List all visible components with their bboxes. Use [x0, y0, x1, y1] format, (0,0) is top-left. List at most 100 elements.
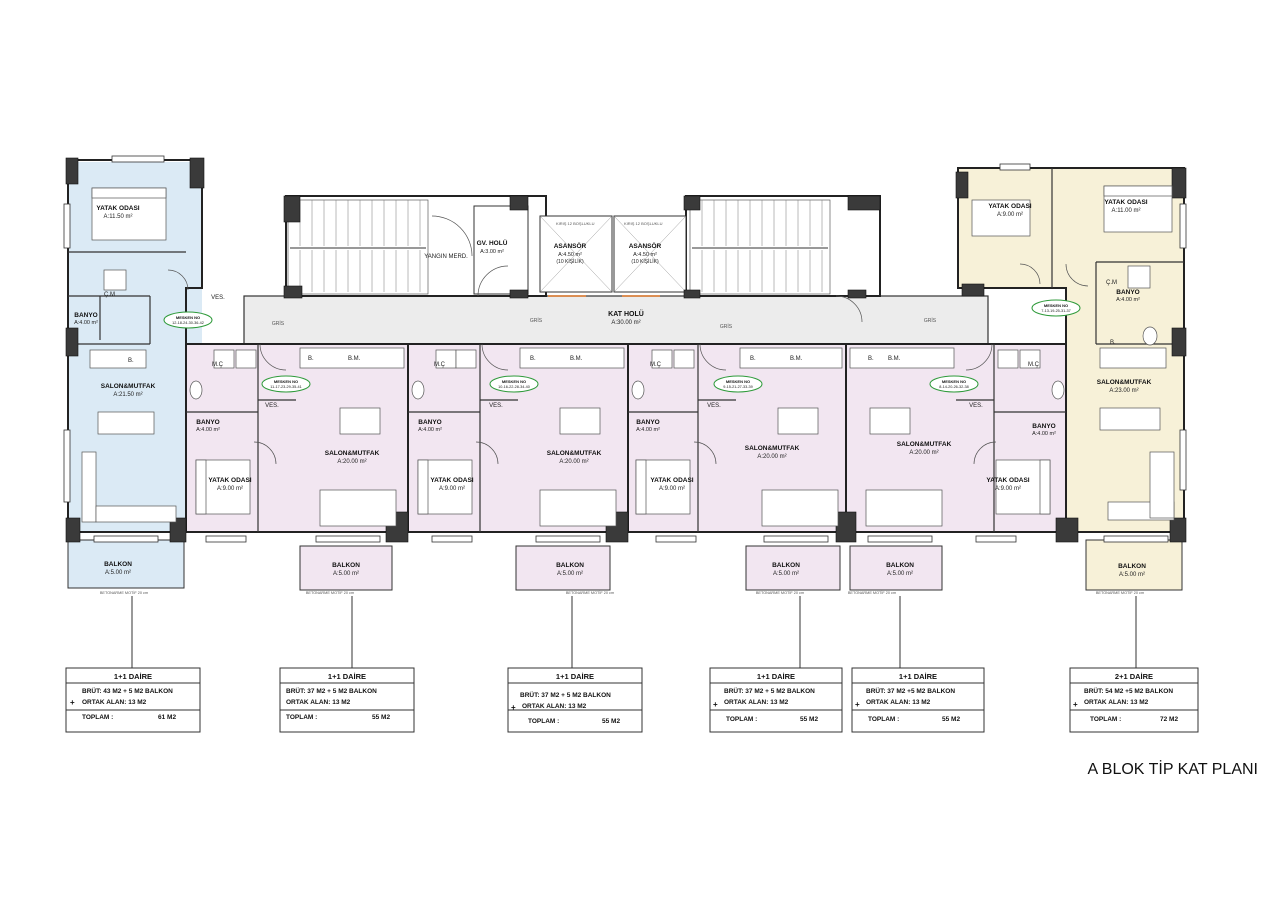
- mc-label-4: M.Ç: [1028, 362, 1040, 368]
- unit-4-yatak-name: YATAK ODASI: [650, 477, 693, 484]
- unit-2-salon-area: A:20.00 m²: [337, 459, 366, 465]
- card-3-toplam: 55 M2: [602, 718, 620, 725]
- card-6-type: 2+1 DAİRE: [1115, 672, 1153, 681]
- card-2-brut: BRÜT: 37 M2 + 5 M2 BALKON: [286, 686, 377, 695]
- ves-label-2: VES.: [265, 403, 279, 409]
- unit-3-yatak-name: YATAK ODASI: [430, 477, 473, 484]
- card-3-toplam-label: TOPLAM :: [528, 718, 559, 725]
- unit-1-tag-value: 12-18-24-30-36-42: [172, 321, 204, 325]
- unit-2-yatak-name: YATAK ODASI: [208, 477, 251, 484]
- unit-2-yatak-area: A:9.00 m²: [217, 486, 243, 492]
- unit-4-banyo-area: A:4.00 m²: [636, 427, 660, 433]
- unit-4-labels: BANYO A:4.00 m² YATAK ODASI A:9.00 m² SA…: [636, 375, 804, 595]
- unit-2-salon-name: SALON&MUTFAK: [325, 450, 380, 457]
- unit-2-tag-ring: [261, 375, 311, 393]
- card-6-toplam: 72 M2: [1160, 716, 1178, 723]
- middle-partitions: [186, 344, 1066, 532]
- unit-4-tag-value: 9-15-21-27-33-39: [723, 385, 753, 389]
- unit-5-salon-name: SALON&MUTFAK: [897, 441, 952, 448]
- asansor-1-area: A:4.50 m²: [558, 252, 582, 258]
- unit-1-partitions: [68, 251, 186, 345]
- card-1-brut: BRÜT: 43 M2 + 5 M2 BALKON: [82, 686, 173, 695]
- card-4-toplam-label: TOPLAM :: [726, 716, 757, 723]
- card-6-toplam-label: TOPLAM :: [1090, 716, 1121, 723]
- unit-6-yatak2-name: YATAK ODASI: [1104, 199, 1147, 206]
- cm-label-1: Ç.M: [104, 292, 115, 298]
- card-5-type: 1+1 DAİRE: [899, 672, 937, 681]
- unit-3-balkon-area: A:5.00 m²: [557, 571, 583, 577]
- unit-3-balkon-note: BETONARME MOTİF 20 cm: [566, 590, 614, 595]
- page-title: A BLOK TİP KAT PLANI: [1088, 759, 1258, 778]
- unit-5-tag-value: 8-14-20-26-32-38: [939, 385, 969, 389]
- unit-3-labels: BANYO A:4.00 m² YATAK ODASI A:9.00 m² SA…: [418, 375, 614, 595]
- asansor-2-note: (10 KİŞİLİK): [631, 258, 659, 265]
- card-2-toplam-label: TOPLAM :: [286, 714, 317, 721]
- card-1-toplam-label: TOPLAM :: [82, 714, 113, 721]
- gris-label-4: GRİS: [924, 317, 937, 324]
- unit-1-balkon-note: BETONARME MOTİF 20 cm: [100, 590, 148, 595]
- structural-columns: [65, 157, 1187, 543]
- unit-2-labels: BANYO A:4.00 m² YATAK ODASI A:9.00 m² SA…: [196, 375, 380, 595]
- mc-label-1: M.Ç: [212, 362, 224, 368]
- card-unit-3: 1+1 DAİRE BRÜT: 37 M2 + 5 M2 BALKON + OR…: [507, 667, 643, 733]
- balkon-2: [299, 545, 393, 591]
- card-5-toplam: 55 M2: [942, 716, 960, 723]
- unit-6-balkon-note: BETONARME MOTİF 20 cm: [1096, 590, 1144, 595]
- card-4-type: 1+1 DAİRE: [757, 672, 795, 681]
- card-5-plus: +: [855, 700, 860, 709]
- unit-4-banyo-name: BANYO: [636, 419, 659, 426]
- unit-4-balkon-note: BETONARME MOTİF 20 cm: [756, 590, 804, 595]
- b-label-2: B.: [308, 356, 314, 362]
- unit-1-labels: YATAK ODASI A:11.50 m² BANYO A:4.00 m² S…: [74, 205, 213, 595]
- shaft-label-1: KIRIŞ 12 BOŞLUKLU: [556, 221, 595, 226]
- cm-label-2: Ç.M: [1106, 280, 1117, 286]
- unit-1-tag-title: MESKEN NO: [176, 315, 200, 320]
- gris-label-2: GRİS: [530, 317, 543, 324]
- asansor-1-name: ASANSÖR: [554, 241, 587, 250]
- card-3-ortak: ORTAK ALAN: 13 M2: [522, 703, 587, 710]
- unit-6-labels: YATAK ODASI A:9.00 m² YATAK ODASI A:11.0…: [988, 199, 1151, 595]
- unit-1-yatak-area: A:11.50 m²: [104, 214, 133, 220]
- asansor-1-note: (10 KİŞİLİK): [556, 258, 584, 265]
- unit-2-banyo-name: BANYO: [196, 419, 219, 426]
- unit-5-banyo-name: BANYO: [1032, 423, 1055, 430]
- unit-1-banyo-area: A:4.00 m²: [74, 320, 98, 326]
- unit-3-banyo-area: A:4.00 m²: [418, 427, 442, 433]
- card-1-type: 1+1 DAİRE: [114, 672, 152, 681]
- card-unit-6: 2+1 DAİRE BRÜT: 54 M2 +5 M2 BALKON + ORT…: [1069, 667, 1199, 733]
- balkon-3: [515, 545, 611, 591]
- balkon-4: [745, 545, 841, 591]
- unit-1-balkon-area: A:5.00 m²: [105, 570, 131, 576]
- unit-4-balkon-name: BALKON: [772, 562, 800, 569]
- unit-5-balkon-note: BETONARME MOTİF 20 cm: [848, 590, 896, 595]
- stair-left: [287, 199, 429, 295]
- unit-6-tag-value: 7-13-19-25-31-37: [1041, 309, 1071, 313]
- unit-3-salon-name: SALON&MUTFAK: [547, 450, 602, 457]
- unit-1-balkon-name: BALKON: [104, 561, 132, 568]
- b-label-6: B.: [1110, 340, 1116, 346]
- unit-5-labels: BANYO A:4.00 m² YATAK ODASI A:9.00 m² SA…: [848, 375, 1056, 595]
- beds: [91, 185, 1173, 515]
- unit-1-banyo-name: BANYO: [74, 312, 97, 319]
- unit-3-salon-area: A:20.00 m²: [559, 459, 588, 465]
- shaft-label-2: KIRIŞ 12 BOŞLUKLU: [624, 221, 663, 226]
- unit-4-yatak-area: A:9.00 m²: [659, 486, 685, 492]
- asansor-2-name: ASANSÖR: [629, 241, 662, 250]
- stair-right: [689, 199, 831, 295]
- kat-holu-fill: [243, 295, 989, 345]
- balkon-1: [67, 539, 185, 589]
- kat-holu-area: A:30.00 m²: [611, 320, 640, 326]
- card-5-brut: BRÜT: 37 M2 +5 M2 BALKON: [866, 686, 955, 695]
- unit-4-tag-ring: [713, 375, 763, 393]
- balkon-5: [849, 545, 943, 591]
- unit-5-banyo-area: A:4.00 m²: [1032, 431, 1056, 437]
- gris-label-1: GRİS: [272, 320, 285, 327]
- unit-5-salon-area: A:20.00 m²: [909, 450, 938, 456]
- unit-1-salon-area: A:21.50 m²: [113, 392, 142, 398]
- unit-6-salon-name: SALON&MUTFAK: [1097, 379, 1152, 386]
- unit-5-tag-ring: [929, 375, 979, 393]
- b-label-5: B.: [868, 356, 874, 362]
- gv-holu-area: A:3.00 m²: [480, 249, 504, 255]
- unit-6-yatak1-area: A:9.00 m²: [997, 212, 1023, 218]
